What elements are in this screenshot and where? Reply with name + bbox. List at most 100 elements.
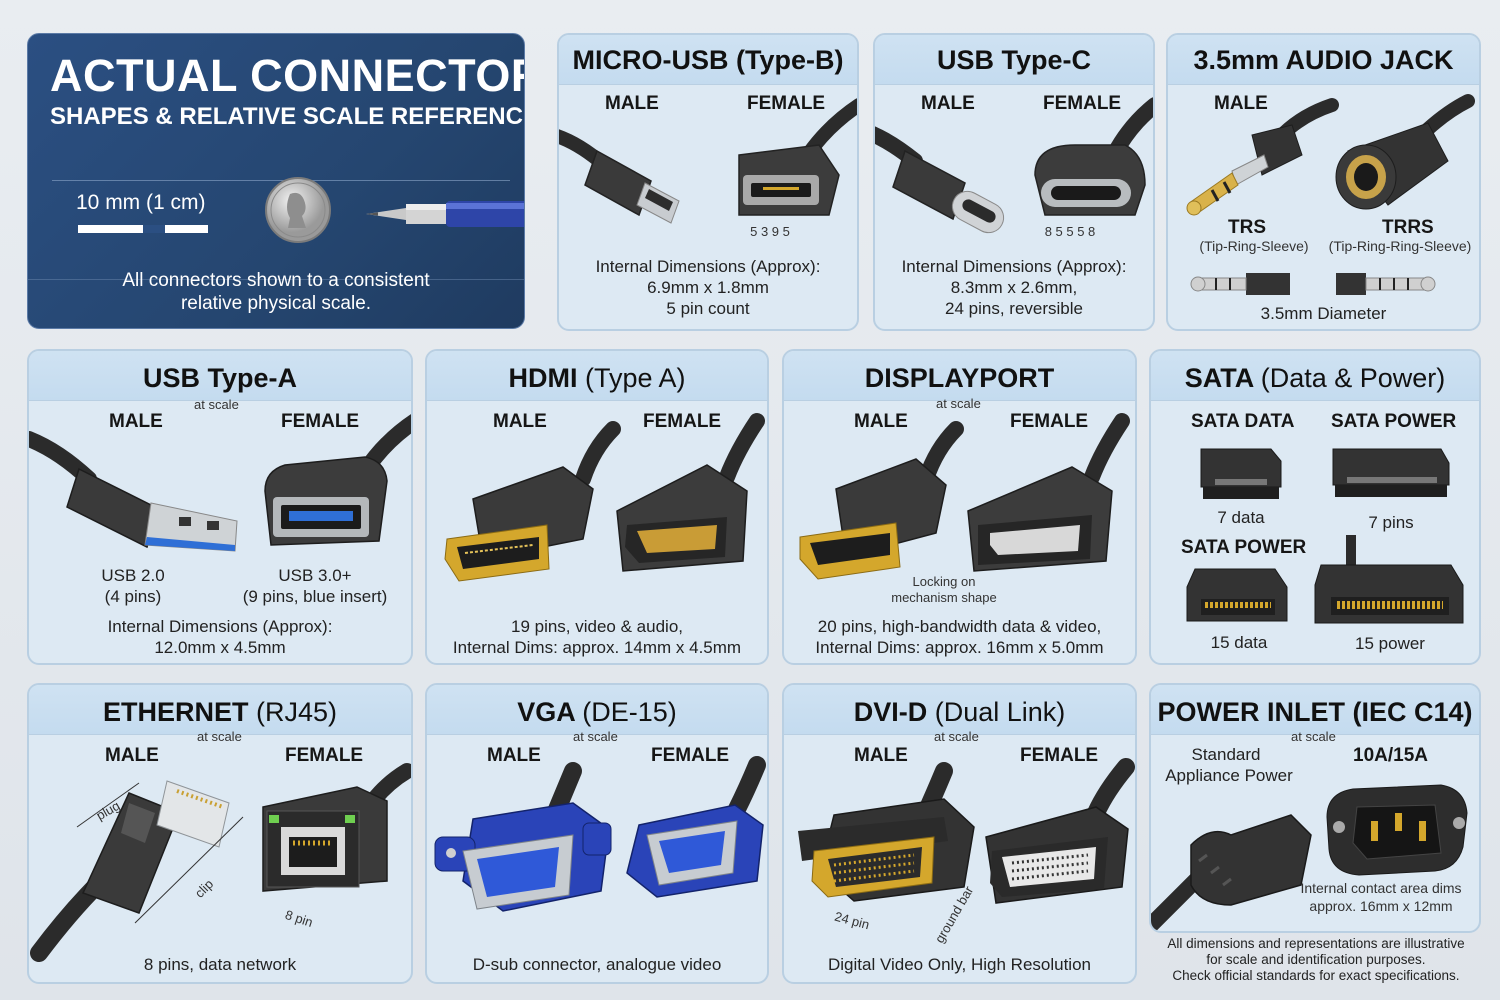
hero-note-1: All connectors shown to a consistent: [122, 270, 430, 291]
female-label: FEMALE: [281, 411, 360, 432]
vga-caption: D-sub connector, analogue video: [472, 955, 722, 974]
at-scale-note: at scale: [934, 729, 979, 744]
card-usb-a: USB Type-A at scale MALE FEMALE USB 2.0 …: [27, 349, 413, 665]
disclaimer-line-3: Check official standards for exact speci…: [1172, 968, 1460, 983]
disclaimer-line-1: All dimensions and representations are i…: [1167, 936, 1465, 951]
card-dvi: DVI-D (Dual Link) at scale MALE FEMALE 2…: [782, 683, 1137, 984]
hero-panel: ACTUAL CONNECTOR SHAPES & RELATIVE SCALE…: [27, 33, 525, 329]
hero-title: ACTUAL CONNECTOR: [50, 50, 525, 101]
title-sub: (Data & Power): [1260, 363, 1446, 393]
at-scale-note: at scale: [573, 729, 618, 744]
card-title: POWER INLET (IEC C14): [1157, 697, 1473, 727]
pen-icon: [366, 201, 524, 227]
card-title: VGA (DE-15): [427, 697, 767, 728]
diameter-label: 3.5mm Diameter: [1260, 304, 1387, 323]
vga-female-icon: [626, 756, 766, 898]
card-title: HDMI (Type A): [427, 363, 767, 394]
dims-value: 8.3mm x 2.6mm,: [950, 278, 1078, 297]
lock-note-1: Locking on: [912, 574, 976, 589]
female-label: FEMALE: [1010, 411, 1089, 432]
card-sata: SATA (Data & Power) SATA DATA SATA POWER…: [1149, 349, 1481, 665]
trs-plug-diagram-icon: [1190, 273, 1290, 295]
female-label: FEMALE: [747, 93, 826, 114]
title-main: ETHERNET: [102, 697, 249, 727]
divider: [28, 279, 524, 280]
hero-note-2: relative physical scale.: [180, 293, 372, 314]
hdmi-line-1: 19 pins, video & audio,: [510, 617, 683, 636]
hdmi-line-2: Internal Dims: approx. 14mm x 4.5mm: [452, 638, 742, 657]
divider: [52, 180, 510, 181]
micro-usb-female-icon: [738, 98, 857, 216]
title-main: HDMI: [508, 363, 578, 393]
hdmi-female-icon: [616, 413, 765, 572]
dp-line-1: 20 pins, high-bandwidth data & video,: [817, 617, 1102, 636]
usb-a-male-icon: [29, 431, 238, 552]
card-title: SATA (Data & Power): [1151, 363, 1479, 394]
male-label: MALE: [109, 411, 163, 432]
audio-jack-female-icon: [1335, 94, 1475, 210]
card-vga: VGA (DE-15) at scale MALE FEMALE D-sub c…: [425, 683, 769, 984]
male-label: MALE: [854, 411, 908, 432]
sata-power-pins: 7 pins: [1368, 513, 1414, 532]
male-label: MALE: [493, 411, 547, 432]
pin-label: 5 3 9 5: [750, 224, 790, 239]
title-sub: (DE-15): [582, 697, 677, 727]
card-title: MICRO-USB (Type-B): [572, 45, 844, 75]
standard-line-2: Appliance Power: [1165, 766, 1293, 785]
sata-power-15-label: 15 power: [1355, 634, 1425, 653]
displayport-female-icon: [967, 413, 1130, 572]
usb2-pins: (4 pins): [104, 587, 162, 606]
usb3-label: USB 3.0+: [278, 566, 352, 585]
trs-label: TRS: [1228, 217, 1266, 238]
scale-bar: [78, 225, 208, 233]
card-micro-usb: MICRO-USB (Type-B) MALE FEMALE 5 3 9 5 I…: [557, 33, 859, 331]
sata-data-15-icon: [1186, 568, 1288, 622]
dims-title: Internal Dimensions (Approx):: [107, 617, 333, 636]
card-hdmi: HDMI (Type A) MALE FEMALE 19 pins, video…: [425, 349, 769, 665]
sata-data-15-label: 15 data: [1210, 633, 1268, 652]
sata-data-label: SATA DATA: [1191, 411, 1295, 432]
usb-c-female-icon: [1034, 97, 1153, 216]
dims-note: 24 pins, reversible: [945, 299, 1083, 318]
sata-data-pins: 7 data: [1217, 508, 1265, 527]
vga-male-icon: [434, 762, 612, 912]
usb3-pins: (9 pins, blue insert): [242, 587, 388, 606]
female-label: FEMALE: [1020, 745, 1099, 766]
male-label: MALE: [605, 93, 659, 114]
card-usb-c: USB Type-C MALE FEMALE 8 5 5 5 8 Interna…: [873, 33, 1155, 331]
lock-note-2: mechanism shape: [891, 590, 997, 605]
card-audio-jack: 3.5mm AUDIO JACK MALE TRS (Tip-Ring-Slee…: [1166, 33, 1481, 331]
sata-power-15-icon: [1314, 535, 1464, 624]
dvi-female-icon: [985, 758, 1135, 904]
pin-label: 8 5 5 5 8: [1044, 224, 1096, 239]
male-label: MALE: [487, 745, 541, 766]
sata-power-icon: [1332, 448, 1450, 497]
dvi-caption: Digital Video Only, High Resolution: [827, 955, 1091, 974]
usb-a-female-icon: [264, 414, 411, 546]
card-title: USB Type-C: [936, 45, 1091, 75]
rj45-plug-icon: [30, 780, 244, 962]
dims-value: 6.9mm x 1.8mm: [647, 278, 769, 297]
title-sub: (RJ45): [256, 697, 338, 727]
dims-title: Internal Dimensions (Approx):: [595, 257, 821, 276]
female-label: FEMALE: [1043, 93, 1122, 114]
ethernet-caption: 8 pins, data network: [143, 955, 297, 974]
iec-c13-plug-icon: [1151, 814, 1312, 931]
trrs-desc: (Tip-Ring-Ring-Sleeve): [1328, 238, 1472, 254]
rj45-jack-icon: [262, 763, 411, 892]
rating-label: 10A/15A: [1353, 745, 1428, 766]
at-scale-note: at scale: [197, 729, 242, 744]
sata-power-label-2: SATA POWER: [1181, 537, 1307, 558]
title-main: VGA: [517, 697, 575, 727]
card-title: DISPLAYPORT: [864, 363, 1055, 393]
sata-data-icon: [1200, 448, 1282, 499]
dims-line-1: Internal contact area dims: [1300, 880, 1462, 896]
male-label: MALE: [921, 93, 975, 114]
male-label: MALE: [1214, 93, 1268, 114]
card-title: 3.5mm AUDIO JACK: [1193, 45, 1454, 75]
hdmi-male-icon: [444, 421, 621, 582]
usb2-label: USB 2.0: [101, 566, 165, 585]
disclaimer-line-2: for scale and identification purposes.: [1206, 952, 1426, 967]
coin-icon: [265, 177, 331, 243]
card-ethernet: ETHERNET (RJ45) at scale MALE FEMALE plu…: [27, 683, 413, 984]
